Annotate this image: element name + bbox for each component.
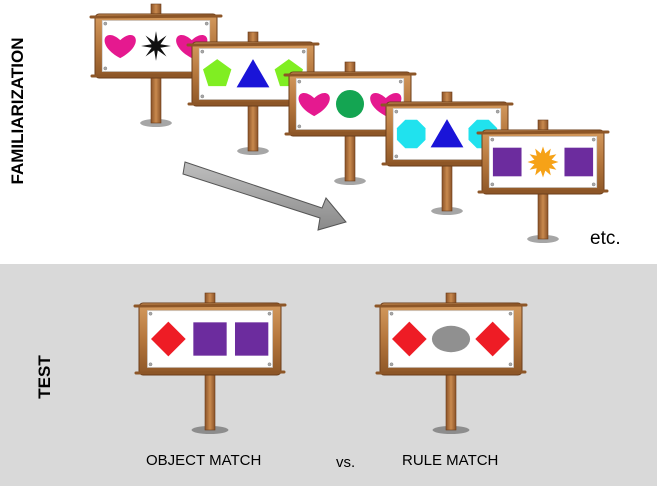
nail <box>103 66 108 71</box>
square-shape <box>234 322 269 356</box>
nail <box>148 362 153 367</box>
object-match-caption: OBJECT MATCH <box>146 452 262 469</box>
vs-caption: vs. <box>336 454 356 471</box>
rule-match-caption: RULE MATCH <box>402 452 499 469</box>
nail <box>297 79 302 84</box>
rule-match-sign <box>374 292 528 434</box>
familiarization-label: FAMILIARIZATION <box>8 37 27 185</box>
sequence-arrow <box>182 161 347 231</box>
star-shape <box>141 31 171 61</box>
octagon-shape <box>396 119 426 149</box>
square-shape <box>564 147 594 177</box>
nail <box>297 124 302 129</box>
nail <box>200 94 205 99</box>
familiarization-sign <box>476 119 610 243</box>
nail <box>389 362 394 367</box>
pentagon-shape <box>203 59 232 87</box>
diamond-shape <box>391 321 427 357</box>
sun-shape <box>527 146 559 178</box>
diamond-shape <box>475 321 511 357</box>
nail <box>204 21 209 26</box>
nail <box>495 109 500 114</box>
test-label: TEST <box>35 355 54 399</box>
nail <box>148 311 153 316</box>
ellipse-shape <box>431 325 471 353</box>
circle-shape <box>335 89 365 119</box>
heart-shape <box>298 93 330 117</box>
square-shape <box>492 147 522 177</box>
nail <box>508 311 513 316</box>
diamond-shape <box>150 321 186 357</box>
familiarization-sign <box>283 61 417 185</box>
nail <box>591 182 596 187</box>
nail <box>389 311 394 316</box>
triangle-shape <box>236 59 270 88</box>
nail <box>267 311 272 316</box>
triangle-shape <box>430 119 464 148</box>
nail <box>490 182 495 187</box>
familiarization-sign <box>89 3 223 127</box>
square-shape <box>193 322 227 356</box>
nail <box>394 154 399 159</box>
test-panel <box>0 264 657 486</box>
nail <box>267 362 272 367</box>
nail <box>200 49 205 54</box>
nail <box>398 79 403 84</box>
nail <box>301 49 306 54</box>
nail <box>103 21 108 26</box>
nail <box>508 362 513 367</box>
nail <box>490 137 495 142</box>
etc-text: etc. <box>590 228 621 249</box>
heart-shape <box>104 35 136 59</box>
nail <box>591 137 596 142</box>
object-match-sign <box>133 292 287 434</box>
nail <box>394 109 399 114</box>
